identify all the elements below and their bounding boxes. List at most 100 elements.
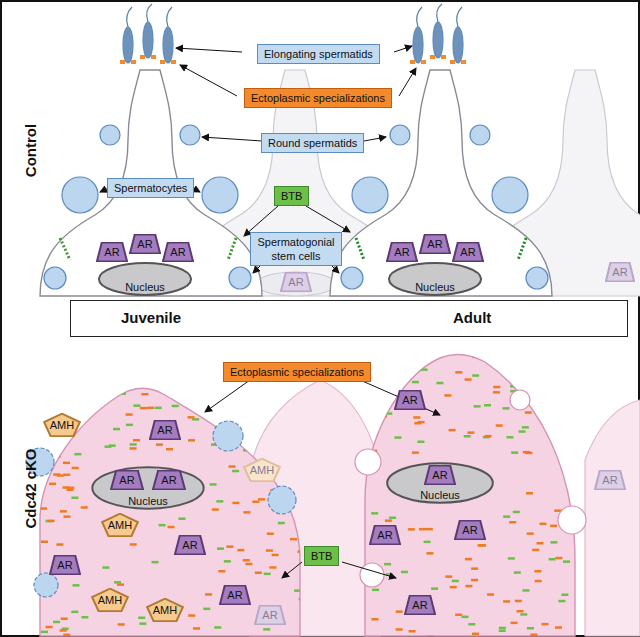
dash [472,633,479,636]
node-text: Nucleus [415,281,455,293]
dash [290,538,297,541]
amh-shape: AMH [43,413,81,437]
dash [266,549,273,552]
dash [550,541,557,544]
node-text: AMH [153,604,177,616]
node-text: AR [394,246,409,258]
dash [67,489,74,492]
dash [119,392,126,395]
node-text: AR [161,474,176,486]
dash [269,566,276,569]
dash [408,528,415,531]
dash [537,542,544,545]
receptor-shape: AR [162,242,194,262]
dash [53,621,60,624]
node-text: Ectoplasmic specializations [251,92,385,104]
dash [84,394,91,397]
dash [224,388,231,391]
receptor-shape: AR [386,242,418,262]
node-text: Nucleus [125,281,165,293]
receptor-shape: AR [110,470,144,490]
timeline-band: JuvenileAdult [70,300,628,337]
dash [558,600,565,603]
dash [514,571,521,574]
label-box: Ectoplasmic specializations [223,362,371,382]
nucleus-ellipse: Nucleus [97,262,193,296]
dash [71,611,78,614]
dash [84,386,91,389]
dash [63,634,70,637]
node-text: BTB [311,550,332,562]
ectoplasmic-dashes [366,353,581,637]
ectoplasmic-dashes [40,385,306,636]
dash [155,407,162,410]
dash [229,411,236,414]
dash [563,560,570,563]
dash [147,407,154,410]
dash [499,627,506,630]
dash [218,570,225,573]
dash [114,581,121,584]
dash [421,368,428,371]
dash [299,598,306,601]
dash [372,589,379,592]
node-text: Spermatocytes [114,182,187,194]
dash [567,419,574,422]
dash [493,391,500,394]
dash [46,626,53,629]
dash [188,406,195,409]
dash [71,497,78,500]
dash [427,636,434,637]
dash [212,508,219,511]
dash [565,353,572,356]
node-text: AR [602,474,617,486]
dash [450,586,457,589]
dash [412,381,419,384]
dash [561,594,568,597]
label-box: BTB [274,186,309,206]
dash [368,389,375,392]
dash [485,435,492,438]
dash [524,379,531,382]
node-text: AR [377,529,392,541]
dash [102,566,109,569]
faded-cells [185,70,640,296]
dash [562,377,569,380]
dash [517,610,524,613]
dash [256,430,263,433]
dash [114,385,121,388]
dash [214,626,221,629]
leader-lines [100,46,416,273]
dash [412,451,419,454]
dash [413,416,420,419]
dash [465,558,472,561]
sertoli-cells [40,355,575,636]
receptor-shape: AR [96,242,128,262]
dash [519,430,526,433]
dash [370,416,377,419]
dash [264,573,271,576]
panel-label: Cdc42 cKO [22,448,39,528]
node-text: AR [412,599,427,611]
dash [60,510,67,512]
node-text: AR [612,266,627,278]
dash [62,628,69,631]
dash [384,563,391,566]
dash [484,404,491,407]
dash [455,614,462,617]
dash [530,634,537,637]
dash [140,407,147,410]
dash [216,500,223,503]
dash [172,405,179,408]
dash [226,545,233,548]
receptor-shape: AR [594,470,626,490]
dash [263,628,270,631]
dash [294,589,301,592]
dash [465,585,472,588]
dash [159,524,166,527]
receptor-shape: AR [174,535,206,555]
dash [503,600,510,603]
node-text: AR [460,246,475,258]
